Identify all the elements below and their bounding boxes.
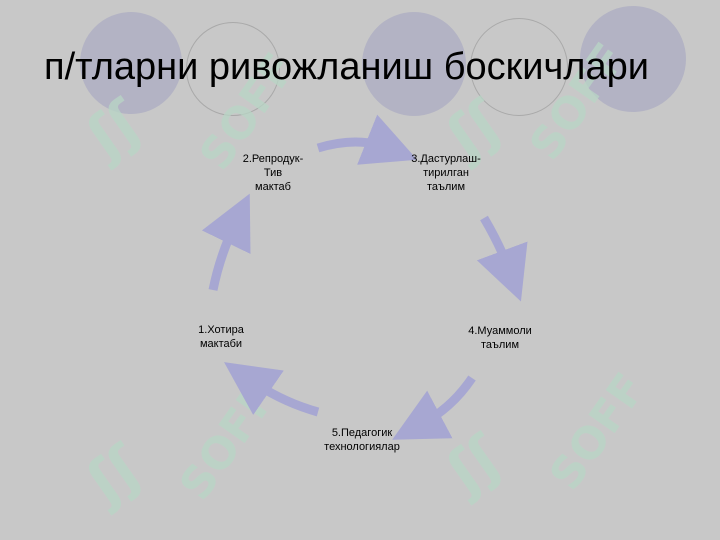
cycle-node-5-line-1: 5.Педагогик (331, 427, 393, 439)
cycle-node-4-line-1: 4.Муаммоли (468, 325, 532, 337)
cycle-node-1-line-2: мактаби (199, 338, 243, 350)
cycle-node-3-line-1: 3.Дастурлаш- (411, 153, 481, 165)
cycle-node-5: 5.Педагогик технологиялар (310, 426, 414, 454)
cycle-node-4: 4.Муаммоли таълим (454, 324, 546, 352)
cycle-node-5-line-2: технологиялар (324, 441, 400, 453)
decor-ring-2 (470, 18, 568, 116)
cycle-arrow-5-to-1 (224, 362, 320, 417)
cycle-node-3-line-2: тирилган (423, 167, 469, 179)
cycle-node-2-line-3: мактаб (255, 181, 291, 193)
cycle-arrow-1-to-2 (201, 193, 251, 291)
decor-circle-3 (580, 6, 686, 112)
decor-circle-2 (362, 12, 466, 116)
slide-title: п/тларни ривожланиш боскичлари (44, 46, 649, 88)
cycle-arrow-4-to-5 (392, 375, 476, 440)
cycle-node-4-line-2: таълим (480, 339, 520, 351)
cycle-node-1: 1.Хотира мактаби (176, 323, 266, 351)
decor-circle-1 (80, 12, 182, 114)
cycle-node-2-line-1: 2.Репродук- (242, 153, 304, 165)
cycle-node-3: 3.Дастурлаш- тирилган таълим (400, 152, 492, 194)
cycle-arrow-2-to-3 (316, 114, 418, 165)
cycle-node-3-line-3: таълим (426, 181, 466, 193)
cycle-node-1-line-1: 1.Хотира (198, 324, 244, 336)
decor-ring-1 (186, 22, 280, 116)
cycle-node-2-line-2: Тив (263, 167, 283, 179)
cycle-arrow-3-to-4 (476, 215, 528, 302)
cycle-node-2: 2.Репродук- Тив мактаб (228, 152, 318, 194)
